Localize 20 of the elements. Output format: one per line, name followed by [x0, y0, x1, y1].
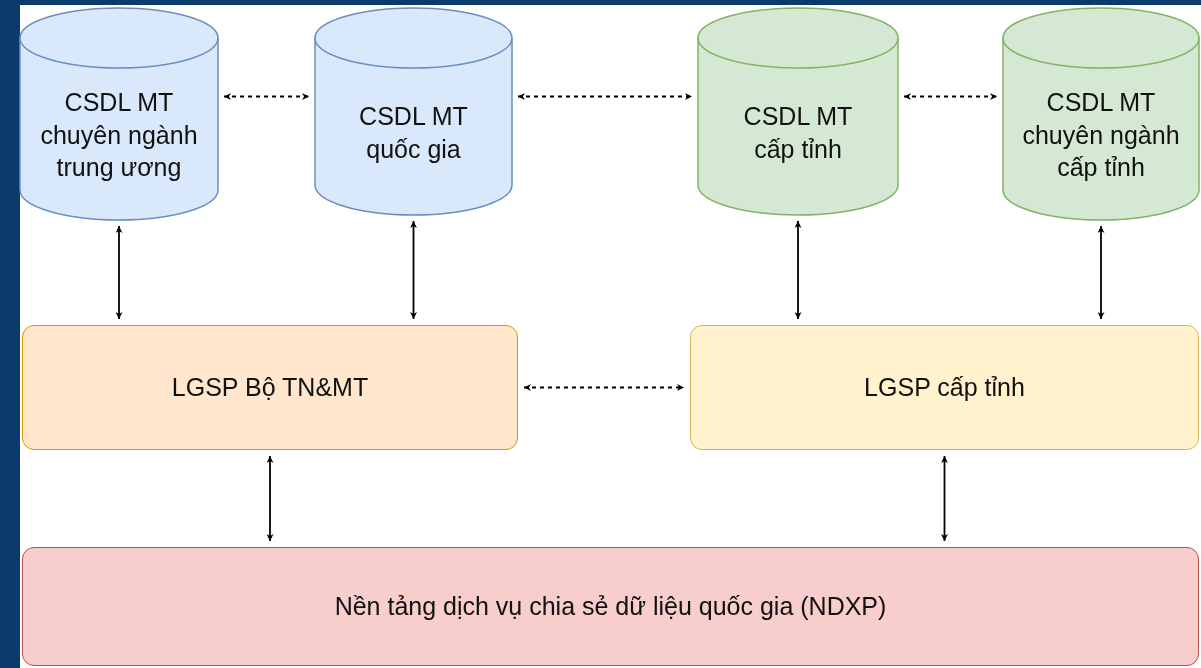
node-label: LGSP cấp tỉnh [864, 372, 1025, 404]
node-label: CSDL MT chuyên ngành trung ương [39, 87, 199, 184]
node-label: LGSP Bộ TN&MT [171, 372, 369, 404]
arrow [903, 93, 998, 100]
process-box [22, 325, 518, 450]
arrow [115, 225, 123, 320]
arrow [794, 220, 802, 320]
arrow [410, 220, 417, 320]
node-label: CSDL MT chuyên ngành cấp tỉnh [1021, 87, 1181, 184]
process-box [690, 325, 1199, 450]
node-label: CSDL MT cấp tỉnh [742, 101, 854, 165]
arrow [941, 455, 948, 542]
node-label: Nền tảng dịch vụ chia sẻ dữ liệu quốc gia (NDXP) [334, 591, 887, 623]
process-box [22, 547, 1199, 666]
arrow [266, 455, 274, 542]
arrow [523, 384, 685, 391]
node-label: CSDL MT quốc gia [358, 101, 469, 165]
arrow [517, 93, 693, 100]
arrow [223, 93, 310, 100]
arrow [1097, 225, 1105, 320]
